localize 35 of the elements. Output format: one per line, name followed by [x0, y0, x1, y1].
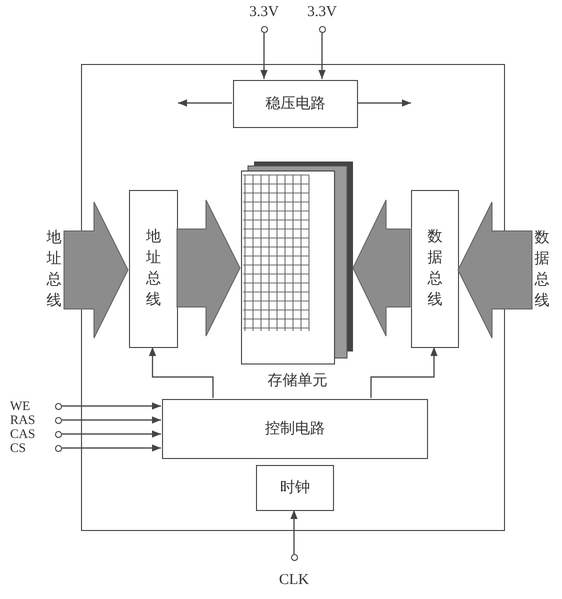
- block-arrow: [352, 200, 410, 336]
- arrow: [62, 402, 161, 410]
- circuit-block: [256, 465, 334, 511]
- bus-label: 数据总线: [534, 229, 550, 311]
- pin-label: 3.3V: [249, 4, 279, 20]
- arrow: [178, 99, 232, 107]
- arrow: [357, 99, 411, 107]
- block-label: 数据总线: [427, 228, 443, 310]
- pin-label: RAS: [10, 412, 36, 428]
- bus-block: [129, 190, 178, 348]
- pin-label: CAS: [10, 426, 36, 442]
- bus-block: [411, 190, 459, 348]
- arrow: [62, 416, 161, 424]
- arrow: [62, 444, 161, 452]
- block-label: 控制电路: [265, 420, 325, 438]
- circuit-block: [162, 399, 428, 459]
- pin-label: WE: [10, 398, 30, 414]
- circuit-block: [233, 80, 358, 128]
- arrow: [318, 33, 326, 79]
- block-label: 稳压电路: [266, 96, 326, 112]
- bus-label: 地址总线: [46, 228, 62, 311]
- node-label: 存储单元: [268, 373, 328, 390]
- block-arrow: [64, 202, 129, 338]
- block-arrow: [457, 202, 532, 338]
- pin-label: CS: [10, 440, 26, 456]
- arrow: [370, 347, 438, 398]
- block-label: 地址总线: [146, 228, 162, 310]
- arrow: [62, 430, 161, 438]
- pin-label: 3.3V: [307, 4, 337, 20]
- block-label: 时钟: [280, 480, 310, 496]
- block-arrow: [176, 200, 241, 336]
- arrow: [148, 347, 214, 398]
- arrow: [290, 510, 298, 554]
- arrow: [260, 33, 268, 79]
- pin-label: CLK: [279, 572, 309, 588]
